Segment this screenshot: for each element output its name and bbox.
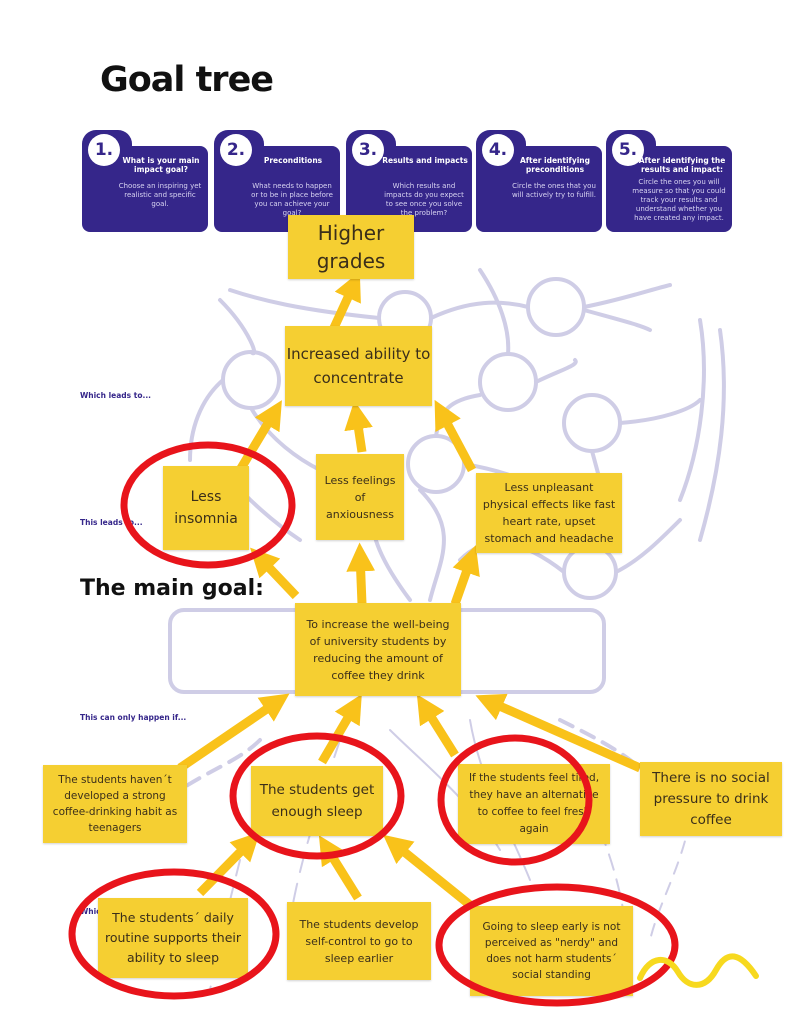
- squiggle-decoration: [637, 953, 759, 988]
- step-card-4: 4. After identifying preconditions Circl…: [476, 130, 602, 232]
- arrow-alternative-to-goal: [416, 694, 459, 758]
- note-anxiousness: Less feelings of anxiousness: [316, 454, 404, 540]
- step-heading: Results and impacts: [382, 156, 468, 165]
- step-number: 3.: [352, 134, 384, 166]
- arrow-social-to-goal: [475, 693, 642, 773]
- note-social-pressure: There is no social pressure to drink cof…: [640, 762, 782, 836]
- label-this-leads-to: This leads to...: [80, 518, 143, 527]
- note-sleep: The students get enough sleep: [251, 766, 383, 836]
- step-description: Which results and impacts do you expect …: [384, 182, 464, 217]
- arrow-goal-to-insomnia: [250, 547, 300, 600]
- note-habit: The students haven´t developed a strong …: [43, 765, 187, 843]
- note-physical: Less unpleasant physical effects like fa…: [476, 473, 622, 553]
- circle-nerdy: [435, 883, 679, 1007]
- note-self-control: The students develop self-control to go …: [287, 902, 431, 980]
- arrow-goal-to-physical: [450, 545, 480, 606]
- label-only-if: This can only happen if...: [80, 713, 187, 722]
- circle-routine: [68, 868, 280, 1000]
- step-heading: Preconditions: [263, 156, 323, 165]
- arrow-goal-to-anxiousness: [346, 542, 376, 605]
- main-goal-heading: The main goal:: [80, 576, 264, 601]
- arrow-anxiousness-to-concentrate: [344, 400, 373, 453]
- arrow-physical-to-concentrate: [434, 399, 476, 473]
- arrow-routine-to-sleep: [196, 831, 261, 897]
- step-heading: After identifying preconditions: [519, 156, 590, 174]
- note-nerdy: Going to sleep early is not perceived as…: [470, 906, 633, 996]
- arrow-habit-to-goal: [177, 693, 290, 772]
- step-number: 2.: [220, 134, 252, 166]
- circle-sleep: [229, 732, 405, 860]
- step-heading: After identifying the results and impact…: [638, 156, 726, 174]
- step-number: 1.: [88, 134, 120, 166]
- label-which-leads-to: Which leads to...: [80, 391, 152, 400]
- step-description: What needs to happen or to be in place b…: [251, 182, 333, 217]
- step-description: Circle the ones that you will actively t…: [512, 182, 596, 199]
- step-description: Choose an inspiring yet realistic and sp…: [118, 182, 202, 208]
- arrow-sleep-to-goal: [318, 694, 362, 765]
- label-which: Which...: [80, 907, 115, 916]
- note-main-goal: To increase the well-being of university…: [295, 603, 461, 696]
- arrow-insomnia-to-concentrate: [236, 400, 282, 473]
- arrow-concentrate-to-grades: [328, 271, 361, 332]
- step-card-1: 1. What is your main impact goal? Choose…: [82, 130, 208, 232]
- page-title: Goal tree: [100, 60, 274, 100]
- step-description: Circle the ones you will measure so that…: [632, 178, 726, 222]
- note-higher-grades: Higher grades: [288, 215, 414, 279]
- note-insomnia: Less insomnia: [163, 466, 249, 550]
- note-routine: The students´ daily routine supports the…: [98, 898, 248, 978]
- circle-insomnia: [120, 441, 296, 569]
- step-heading: What is your main impact goal?: [122, 156, 200, 174]
- arrow-nerdy-to-sleep: [383, 834, 473, 909]
- step-number: 4.: [482, 134, 514, 166]
- note-concentrate: Increased ability to concentrate: [285, 326, 432, 406]
- circle-alternative: [437, 734, 593, 866]
- step-card-5: 5. After identifying the results and imp…: [606, 130, 732, 232]
- step-number: 5.: [612, 134, 644, 166]
